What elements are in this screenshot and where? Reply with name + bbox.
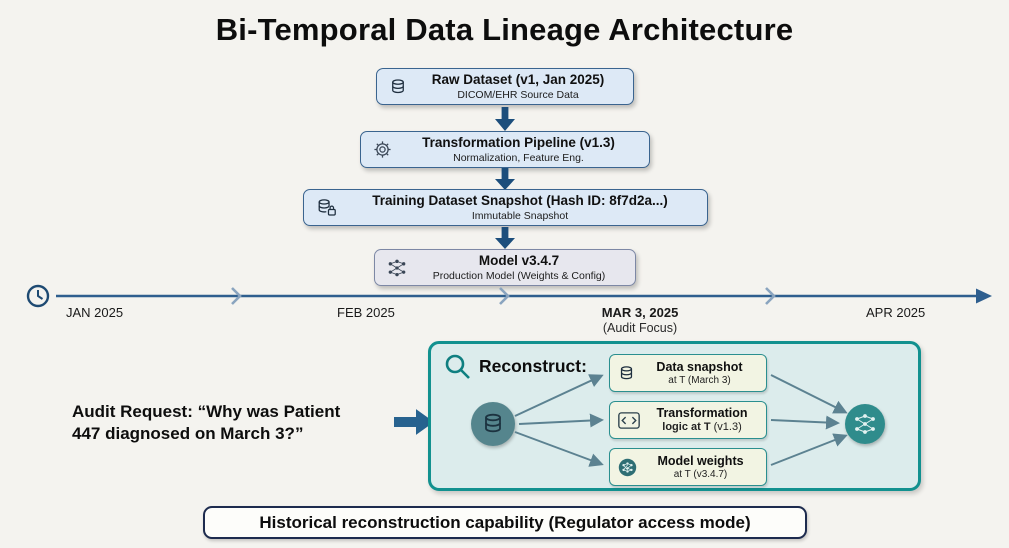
timeline-chevron-icon [499,287,510,305]
database-icon [620,365,633,379]
timeline-label-mar: MAR 3, 2025 [601,305,679,320]
reconstruct-item-data-snapshot: Data snapshot at T (March 3) [609,354,767,392]
item-title: Data snapshot [656,359,743,374]
timeline-chevron-icon [765,287,776,305]
database-lock-icon [318,199,336,216]
neural-network-icon [388,259,406,276]
reconstructed-model-node [845,404,885,444]
node-subtitle: Immutable Snapshot [471,209,569,222]
node-title: Model v3.4.7 [478,253,560,269]
node-subtitle: Normalization, Feature Eng. [453,151,584,164]
flow-arrow-down-icon [495,227,515,249]
audit-request-text: Audit Request: “Why was Patient 447 diag… [72,401,402,445]
node-title: Transformation Pipeline (v1.3) [422,135,615,151]
item-subtitle: logic at T (v1.3) [646,421,758,434]
node-model: Model v3.4.7 Production Model (Weights &… [374,249,636,286]
timeline-label-apr: APR 2025 [866,305,926,320]
item-title: Transformation [656,406,748,421]
timeline-label-jan: JAN 2025 [66,305,124,320]
node-raw-dataset: Raw Dataset (v1, Jan 2025) DICOM/EHR Sou… [376,68,634,105]
timeline-label-audit-focus: (Audit Focus) [602,321,678,335]
node-transformation-pipeline: Transformation Pipeline (v1.3) Normaliza… [360,131,650,168]
timeline-chevron-icon [231,287,242,305]
neural-network-icon [618,458,637,476]
gear-icon [374,141,391,158]
audit-request-line2: 447 diagnosed on March 3?” [72,424,304,443]
reconstruct-panel: Reconstruct: Data snapshot at T (March 3… [428,341,921,491]
timeline-label-feb: FEB 2025 [337,305,395,320]
code-icon [618,411,640,429]
audit-request-line1: Audit Request: “Why was Patient [72,402,341,421]
flow-arrow-down-icon [495,107,515,131]
neural-network-icon [855,414,875,434]
reconstruct-item-transformation-logic: Transformation logic at T (v1.3) [609,401,767,439]
item-subtitle-note: (v1.3) [713,421,742,434]
database-icon [485,413,501,433]
timeline-arrowhead-icon [976,288,992,304]
reconstruct-item-model-weights: Model weights at T (v3.4.7) [609,448,767,486]
item-subtitle: at T (v3.4.7) [673,468,728,480]
footer-text: Historical reconstruction capability (Re… [259,512,751,532]
source-data-node [471,402,515,446]
timeline [26,284,992,308]
node-subtitle: DICOM/EHR Source Data [457,88,579,101]
page-title: Bi-Temporal Data Lineage Architecture [215,12,794,47]
node-title: Training Dataset Snapshot (Hash ID: 8f7d… [372,193,668,209]
item-subtitle-bold: logic at T [662,421,711,434]
item-subtitle: at T (March 3) [668,374,731,386]
clock-icon [26,284,50,308]
node-subtitle: Production Model (Weights & Config) [432,269,606,282]
node-title: Raw Dataset (v1, Jan 2025) [431,72,605,88]
database-icon [392,78,404,93]
item-title: Model weights [657,453,744,468]
flow-arrow-down-icon [495,168,515,190]
magnifier-icon [445,354,470,379]
reconstruct-title: Reconstruct: [479,356,587,376]
footer-note: Historical reconstruction capability (Re… [203,506,807,539]
node-training-snapshot: Training Dataset Snapshot (Hash ID: 8f7d… [303,189,708,226]
